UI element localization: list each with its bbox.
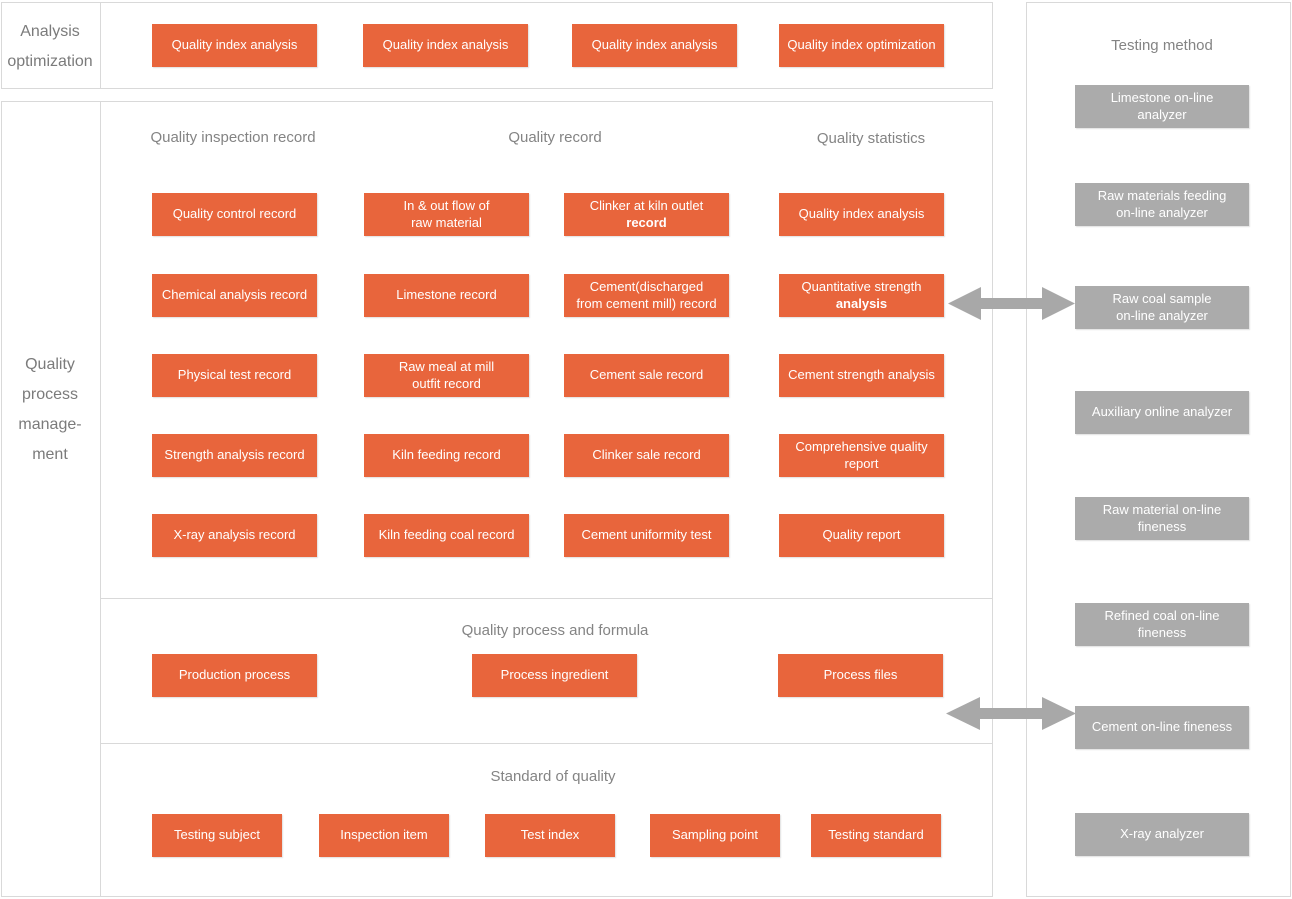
divider xyxy=(100,598,993,599)
button-label: Clinker at kiln outlet xyxy=(589,197,704,213)
process-ingredient-button[interactable]: Process ingredient xyxy=(472,654,637,697)
button-label: Process ingredient xyxy=(500,667,609,683)
testing-method-panel xyxy=(1026,2,1291,897)
test-index-button[interactable]: Test index xyxy=(485,814,615,857)
divider xyxy=(100,101,101,897)
quality-process-and-formula-header: Quality process and formula xyxy=(461,622,649,639)
button-label: Limestone on-line analyzer xyxy=(1110,89,1214,122)
button-label: Quality report xyxy=(822,527,901,543)
double-arrow-icon xyxy=(948,287,1075,320)
clinker-sale-record-button[interactable]: Clinker sale record xyxy=(564,434,729,477)
quality-statistics-header: Quality statistics xyxy=(816,130,926,147)
button-label-bold: record xyxy=(626,214,667,230)
button-label: Test index xyxy=(520,827,580,843)
button-label: Testing standard xyxy=(828,827,924,843)
strength-analysis-record-button[interactable]: Strength analysis record xyxy=(152,434,317,477)
button-label: Quality index analysis xyxy=(382,37,509,53)
button-label: Raw meal at mill outfit record xyxy=(398,358,495,391)
raw-materials-feeding-on-line-analyzer-button[interactable]: Raw materials feeding on-line analyzer xyxy=(1075,183,1249,226)
button-label: Limestone record xyxy=(396,287,497,303)
cement-uniformity-test-button[interactable]: Cement uniformity test xyxy=(564,514,729,557)
quality-record-header: Quality record xyxy=(508,129,602,146)
button-label: Raw materials feeding on-line analyzer xyxy=(1097,187,1227,220)
quality-report-button[interactable]: Quality report xyxy=(779,514,944,557)
button-label: Cement uniformity test xyxy=(581,527,712,543)
chemical-analysis-record-button[interactable]: Chemical analysis record xyxy=(152,274,317,317)
quality-process-management-label: Quality process manage- ment xyxy=(18,356,82,463)
quality-index-analysis-button[interactable]: Quality index analysis xyxy=(152,24,317,67)
button-label: Production process xyxy=(178,667,291,683)
physical-test-record-button[interactable]: Physical test record xyxy=(152,354,317,397)
button-label: Physical test record xyxy=(177,367,292,383)
button-label: X-ray analysis record xyxy=(173,527,296,543)
quality-index-optimization-button[interactable]: Quality index optimization xyxy=(779,24,944,67)
button-label: Chemical analysis record xyxy=(161,287,308,303)
raw-material-on-line-fineness-button[interactable]: Raw material on-line fineness xyxy=(1075,497,1249,540)
button-label: Inspection item xyxy=(340,827,428,843)
button-label: In & out flow of raw material xyxy=(403,197,490,230)
production-process-button[interactable]: Production process xyxy=(152,654,317,697)
button-label: Cement(discharged from cement mill) reco… xyxy=(576,278,717,311)
kiln-feeding-coal-record-button[interactable]: Kiln feeding coal record xyxy=(364,514,529,557)
button-label: Sampling point xyxy=(672,827,758,843)
button-label: Quality index optimization xyxy=(787,37,936,53)
comprehensive-quality-report-button[interactable]: Comprehensive quality report xyxy=(779,434,944,477)
button-label: Kiln feeding coal record xyxy=(378,527,515,543)
button-label: Quality index analysis xyxy=(798,206,925,222)
button-label: Cement sale record xyxy=(589,367,704,383)
quality-index-analysis-button[interactable]: Quality index analysis xyxy=(363,24,528,67)
button-label: Cement on-line fineness xyxy=(1091,719,1233,735)
limestone-on-line-analyzer-button[interactable]: Limestone on-line analyzer xyxy=(1075,85,1249,128)
testing-method-header: Testing method xyxy=(1111,37,1213,54)
button-label: Quantitative strength xyxy=(801,278,922,294)
quality-index-analysis-button[interactable]: Quality index analysis xyxy=(779,193,944,236)
button-label: Strength analysis record xyxy=(164,447,305,463)
inspection-item-button[interactable]: Inspection item xyxy=(319,814,449,857)
raw-coal-sample-on-line-analyzer-button[interactable]: Raw coal sample on-line analyzer xyxy=(1075,286,1249,329)
x-ray-analysis-record-button[interactable]: X-ray analysis record xyxy=(152,514,317,557)
raw-meal-at-mill-outfit-record-button[interactable]: Raw meal at mill outfit record xyxy=(364,354,529,397)
limestone-record-button[interactable]: Limestone record xyxy=(364,274,529,317)
standard-of-quality-header: Standard of quality xyxy=(490,768,616,785)
button-label: Testing subject xyxy=(174,827,260,843)
cement-discharged-from-cement-mill-record-button[interactable]: Cement(discharged from cement mill) reco… xyxy=(564,274,729,317)
button-label: X-ray analyzer xyxy=(1120,826,1204,842)
button-label: Kiln feeding record xyxy=(392,447,501,463)
process-files-button[interactable]: Process files xyxy=(778,654,943,697)
button-label: Quality index analysis xyxy=(171,37,298,53)
button-label: Quality control record xyxy=(172,206,297,222)
sampling-point-button[interactable]: Sampling point xyxy=(650,814,780,857)
button-label: Comprehensive quality report xyxy=(795,438,928,471)
double-arrow-icon xyxy=(946,697,1076,730)
x-ray-analyzer-button[interactable]: X-ray analyzer xyxy=(1075,813,1249,856)
button-label: Raw material on-line fineness xyxy=(1102,501,1222,534)
kiln-feeding-record-button[interactable]: Kiln feeding record xyxy=(364,434,529,477)
cement-strength-analysis-button[interactable]: Cement strength analysis xyxy=(779,354,944,397)
testing-standard-button[interactable]: Testing standard xyxy=(811,814,941,857)
button-label: Quality index analysis xyxy=(591,37,718,53)
divider xyxy=(100,2,101,89)
analysis-optimization-label: Analysis optimization xyxy=(7,23,93,70)
refined-coal-on-line-fineness-button[interactable]: Refined coal on-line fineness xyxy=(1075,603,1249,646)
button-label: Raw coal sample on-line analyzer xyxy=(1112,290,1212,323)
testing-subject-button[interactable]: Testing subject xyxy=(152,814,282,857)
button-label: Auxiliary online analyzer xyxy=(1091,404,1233,420)
button-label: Process files xyxy=(823,667,898,683)
button-label: Clinker sale record xyxy=(592,447,701,463)
divider xyxy=(100,743,993,744)
cement-on-line-fineness-button[interactable]: Cement on-line fineness xyxy=(1075,706,1249,749)
in-out-flow-of-raw-material-button[interactable]: In & out flow of raw material xyxy=(364,193,529,236)
auxiliary-online-analyzer-button[interactable]: Auxiliary online analyzer xyxy=(1075,391,1249,434)
quality-control-record-button[interactable]: Quality control record xyxy=(152,193,317,236)
button-label: Cement strength analysis xyxy=(788,367,935,383)
cement-sale-record-button[interactable]: Cement sale record xyxy=(564,354,729,397)
quality-inspection-record-header: Quality inspection record xyxy=(150,129,316,146)
button-label: Refined coal on-line fineness xyxy=(1104,607,1220,640)
quality-index-analysis-button[interactable]: Quality index analysis xyxy=(572,24,737,67)
button-label-bold: analysis xyxy=(835,295,888,311)
